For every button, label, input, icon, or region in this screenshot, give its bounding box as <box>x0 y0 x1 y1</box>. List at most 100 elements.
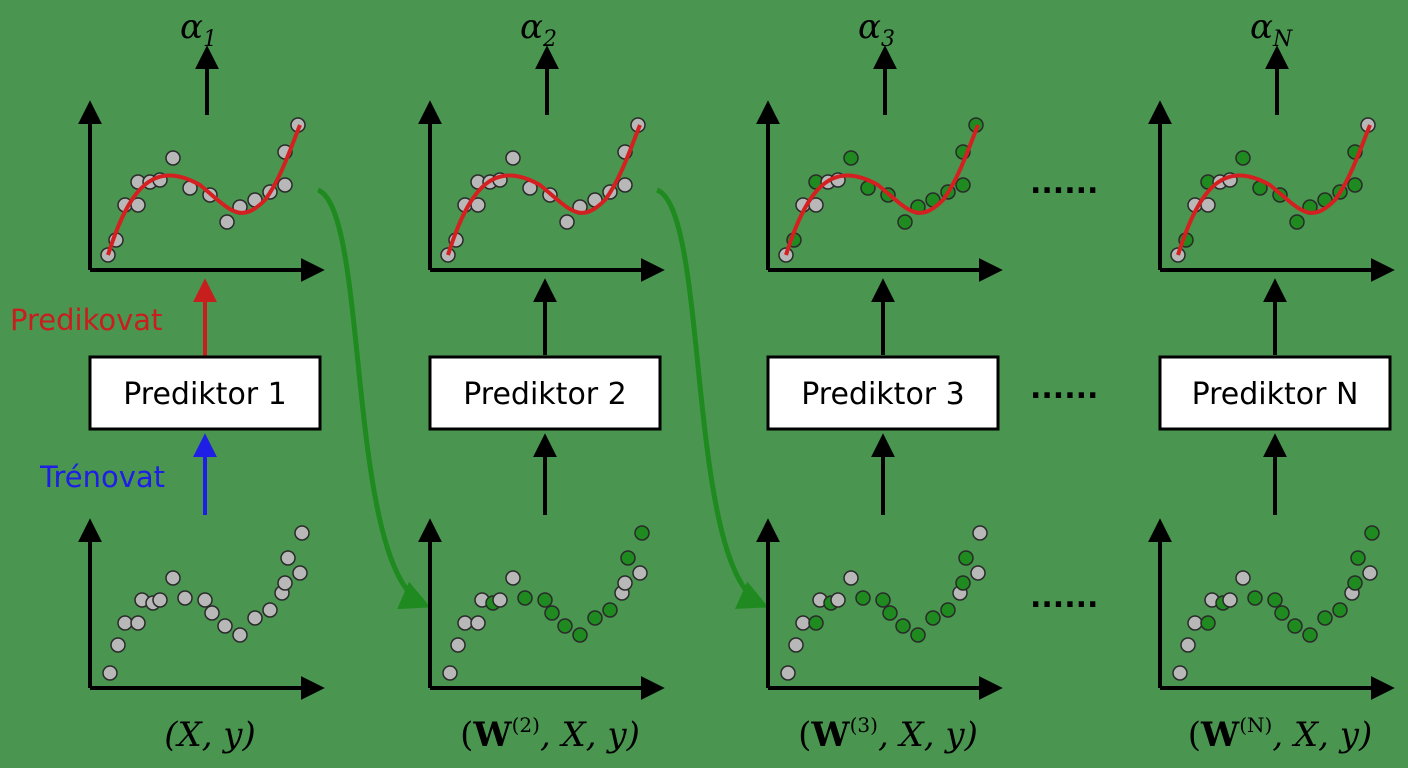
data-plot-point <box>280 550 296 566</box>
fit-plot-point <box>843 150 859 166</box>
predictor-label: Prediktor 2 <box>463 377 627 412</box>
data-plot-point <box>1347 575 1363 591</box>
data-plot-point <box>1267 592 1283 608</box>
data-plot-point <box>808 615 824 631</box>
data-plot-point <box>972 525 988 541</box>
input-label: (X, y) <box>164 715 256 755</box>
predictor-box <box>766 355 1000 431</box>
data-plot-point <box>780 665 796 681</box>
fit-plot-point <box>1347 177 1363 193</box>
data-plot-point <box>292 565 308 581</box>
fit-plot-point <box>277 177 293 193</box>
fit-plot-point <box>559 214 575 230</box>
data-plot-point <box>557 618 573 634</box>
data-plot-point <box>204 605 220 621</box>
fit-plot-point <box>1235 150 1251 166</box>
data-plot-point <box>544 605 560 621</box>
data-plot-point <box>1317 610 1333 626</box>
data-plot-point <box>1287 618 1303 634</box>
predictor-box <box>88 355 322 431</box>
data-plot-point <box>1200 615 1216 631</box>
column-4: αN Prediktor N (W(N), X, y) <box>1148 7 1395 755</box>
input-label: (W(N), X, y) <box>1188 713 1372 755</box>
fit-plot-fit-curve <box>106 124 302 256</box>
data-plot-point <box>617 575 633 591</box>
data-plot-point <box>232 627 248 643</box>
data-plot-point <box>165 570 181 586</box>
data-plot-point <box>110 637 126 653</box>
data-plot-point <box>457 615 473 631</box>
data-plot-point <box>102 665 118 681</box>
data-plot-point <box>1364 525 1380 541</box>
data-plot-point <box>177 590 193 606</box>
data-plot-point <box>505 570 521 586</box>
data-plot-point <box>152 592 168 608</box>
fit-plot-fit-curve <box>446 124 642 256</box>
data-plot-point <box>788 637 804 653</box>
data-plot-point <box>882 605 898 621</box>
predictor-box <box>428 355 662 431</box>
data-plot-point <box>925 610 941 626</box>
ellipsis-middle: ...... <box>1030 371 1098 406</box>
data-plot-point <box>517 590 533 606</box>
input-label: (W(3), X, y) <box>798 713 978 755</box>
fit-plot-point <box>617 177 633 193</box>
train-label: Trénovat <box>39 460 165 494</box>
alpha-label: α2 <box>520 7 557 52</box>
data-plot-point <box>450 637 466 653</box>
predictor-label: Prediktor N <box>1192 377 1359 412</box>
fit-plot-point <box>897 214 913 230</box>
data-plot-point <box>855 590 871 606</box>
flow-arrow-1 <box>316 187 431 610</box>
data-plot-point <box>537 592 553 608</box>
data-plot-point <box>970 565 986 581</box>
data-plot-point <box>1247 590 1263 606</box>
data-plot-point <box>1362 565 1378 581</box>
flow-arrow-2 <box>655 187 769 609</box>
data-plot-point <box>130 615 146 631</box>
input-label: (W(2), X, y) <box>460 713 640 755</box>
data-plot-point <box>117 615 133 631</box>
data-plot-point <box>217 618 233 634</box>
fit-plot-point <box>165 150 181 166</box>
data-plot-point <box>1332 602 1348 618</box>
data-plot-point <box>572 627 588 643</box>
fit-plot-point <box>219 214 235 230</box>
data-plot-point <box>277 575 293 591</box>
data-plot-point <box>634 525 650 541</box>
data-plot-point <box>958 550 974 566</box>
data-plot-point <box>795 615 811 631</box>
data-plot-point <box>1222 592 1238 608</box>
predictor-label: Prediktor 3 <box>801 377 965 412</box>
data-plot-point <box>1302 627 1318 643</box>
data-plot-point <box>492 592 508 608</box>
data-plot-point <box>830 592 846 608</box>
predictor-box <box>1158 355 1392 431</box>
data-plot-point <box>294 525 310 541</box>
data-plot-point <box>262 602 278 618</box>
data-plot-point <box>895 618 911 634</box>
data-plot-point <box>955 575 971 591</box>
fit-plot-point <box>1289 214 1305 230</box>
data-plot-point <box>1350 550 1366 566</box>
data-plot-point <box>940 602 956 618</box>
data-plot-point <box>247 610 263 626</box>
ellipsis-bottom: ...... <box>1030 580 1098 615</box>
data-plot-point <box>1187 615 1203 631</box>
predict-label: Predikovat <box>10 303 162 337</box>
alpha-label: α3 <box>858 7 895 52</box>
data-plot-point <box>587 610 603 626</box>
fit-plot-point <box>955 177 971 193</box>
data-plot-point <box>1172 665 1188 681</box>
alpha-label: α1 <box>180 7 217 52</box>
data-plot-point <box>632 565 648 581</box>
fit-plot-fit-curve <box>784 124 980 256</box>
ellipsis-top: ...... <box>1030 166 1098 201</box>
data-plot-point <box>442 665 458 681</box>
alpha-label: αN <box>1250 7 1293 52</box>
